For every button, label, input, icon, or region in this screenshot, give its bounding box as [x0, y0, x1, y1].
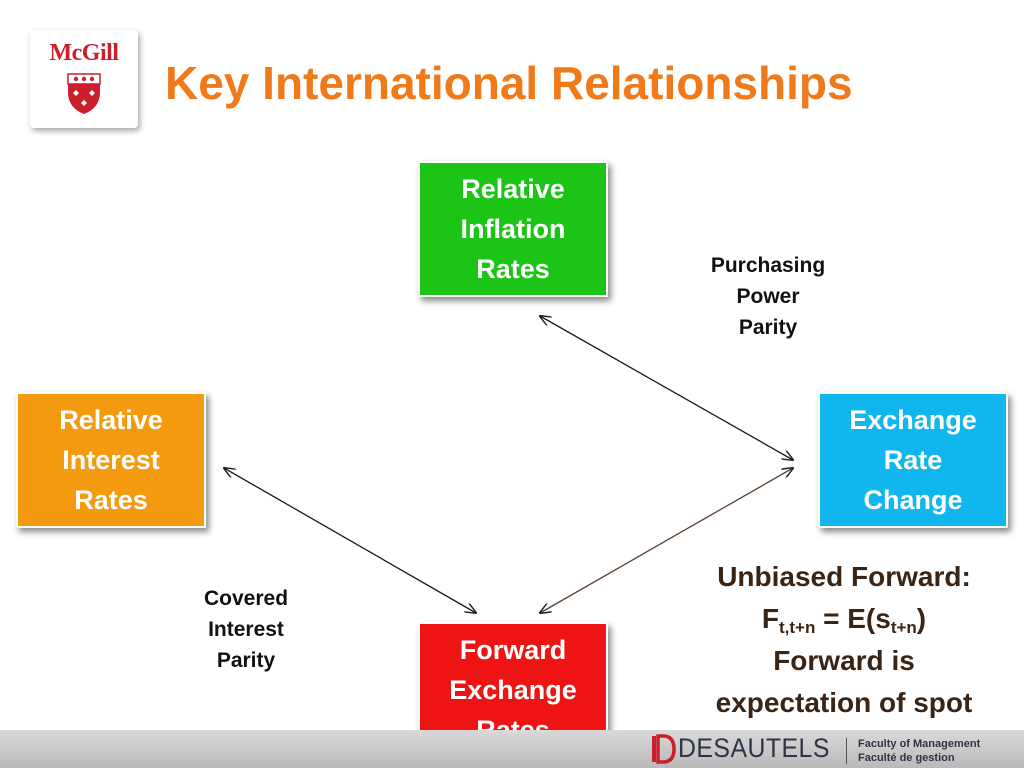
ubf-s-sub: t+n: [890, 618, 917, 637]
mcgill-logo: McGill: [30, 30, 138, 128]
ubf-eq: = E(s: [815, 603, 891, 634]
faculty-fr: Faculté de gestion: [858, 752, 955, 764]
label-line: Parity: [738, 316, 798, 339]
box-line: Rates: [476, 254, 550, 284]
box-line: Interest: [62, 445, 160, 475]
ubf-line4: expectation of spot: [715, 687, 973, 718]
ubf-arrow: [540, 468, 793, 613]
box-line: Forward: [459, 635, 567, 665]
page-title: Key International Relationships: [165, 57, 853, 109]
ubf-f-sub: t,t+n: [778, 618, 816, 637]
box-line: Exchange: [849, 405, 977, 435]
box-line: Rate: [883, 445, 943, 475]
relative-inflation-rates-box: Relative Inflation Rates: [418, 161, 608, 297]
ppp-arrow: [540, 316, 793, 460]
label-line: Power: [736, 285, 800, 308]
label-line: Covered: [203, 587, 289, 610]
desautels-logo-icon: [652, 734, 676, 764]
unbiased-forward-label: Unbiased Forward: Ft,t+n = E(st+n) Forwa…: [672, 556, 1016, 724]
footer-brand: DESAUTELS: [678, 733, 830, 763]
box-line: Rates: [74, 485, 148, 515]
box-line: Exchange: [449, 675, 577, 705]
exchange-rate-change-box: Exchange Rate Change: [818, 392, 1008, 528]
box-line: Relative: [59, 405, 163, 435]
ubf-close: ): [916, 603, 927, 634]
footer-divider: [846, 738, 847, 764]
footer-bar: [0, 730, 1024, 768]
mcgill-shield-icon: [67, 73, 101, 114]
ubf-line3: Forward is: [773, 645, 915, 676]
purchasing-power-parity-label: Purchasing Power Parity: [678, 250, 858, 343]
box-line: Relative: [461, 174, 565, 204]
footer-faculty: Faculty of Management Faculté de gestion: [858, 737, 980, 765]
label-line: Parity: [216, 649, 276, 672]
box-line: Inflation: [460, 214, 566, 244]
label-line: Purchasing: [710, 254, 826, 277]
box-line: Change: [863, 485, 963, 515]
label-line: Interest: [208, 618, 284, 641]
ubf-f: F: [761, 603, 779, 634]
relative-interest-rates-box: Relative Interest Rates: [16, 392, 206, 528]
covered-interest-parity-label: Covered Interest Parity: [156, 583, 336, 676]
cip-arrow: [224, 468, 476, 613]
ubf-line1: Unbiased Forward:: [717, 561, 971, 592]
ubf-formula: Ft,t+n = E(st+n): [672, 598, 1016, 640]
faculty-en: Faculty of Management: [858, 738, 981, 750]
logo-text: McGill: [49, 40, 119, 66]
